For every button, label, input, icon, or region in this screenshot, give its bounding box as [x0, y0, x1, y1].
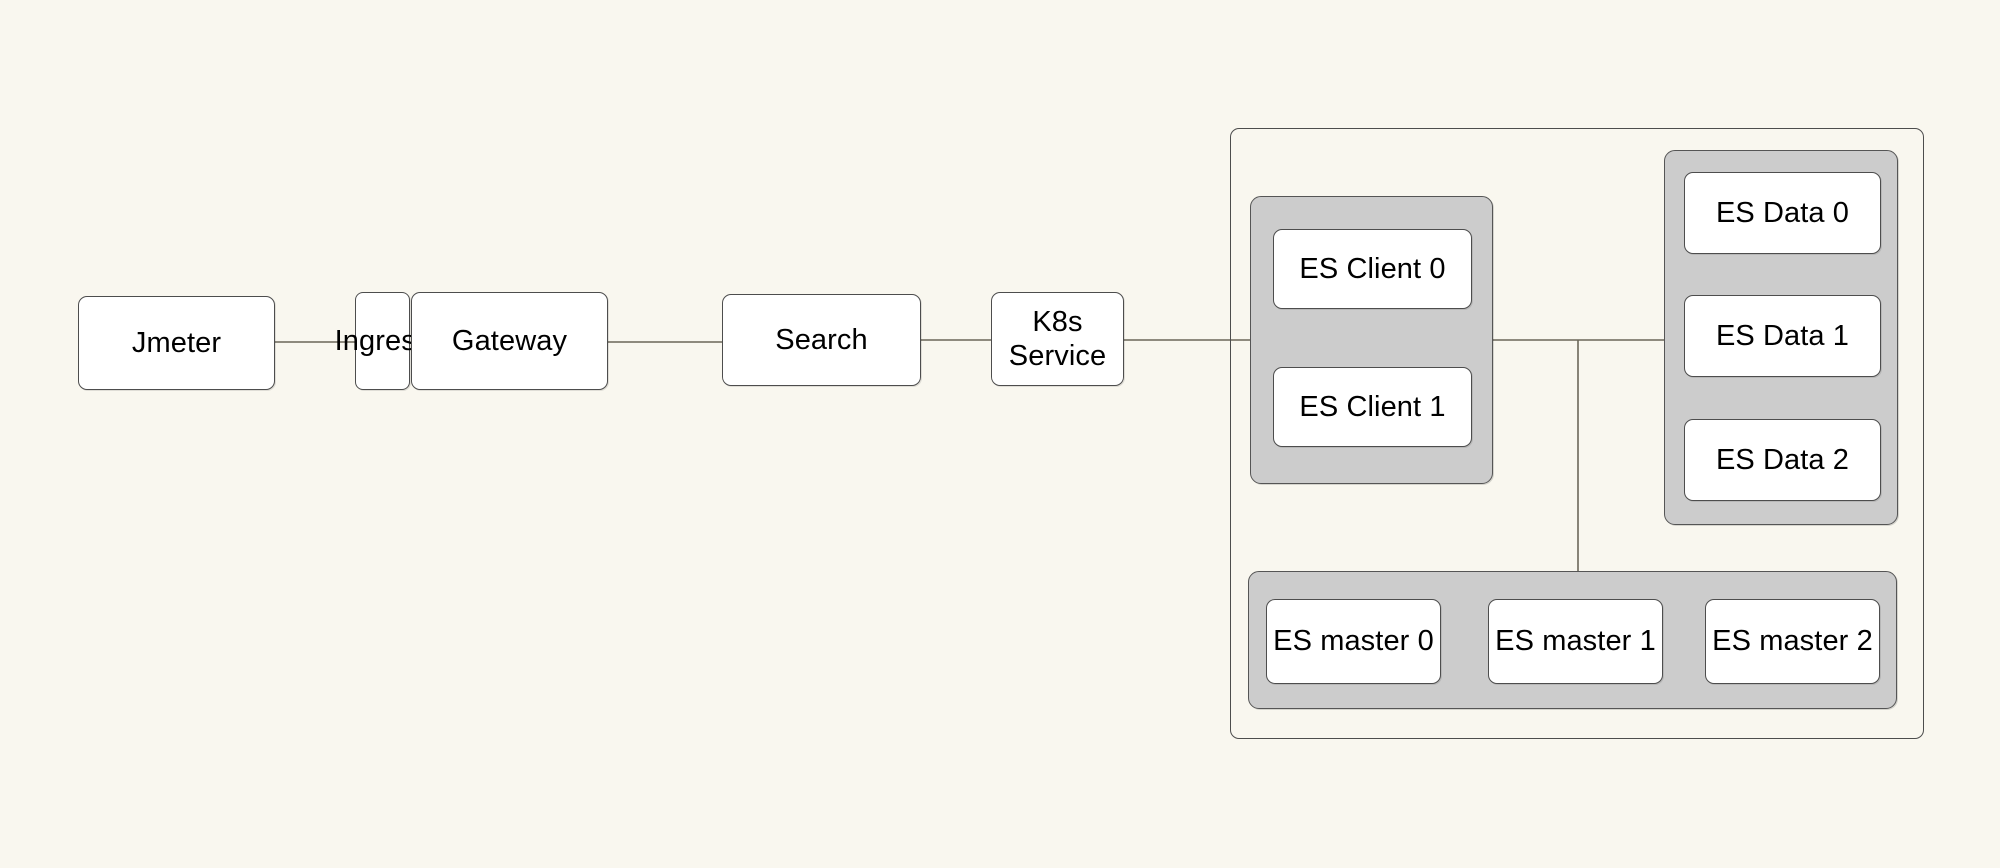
node-k8s-service-label: K8s Service: [1008, 305, 1107, 372]
node-jmeter[interactable]: Jmeter: [78, 296, 275, 390]
node-es-master-1-label: ES master 1: [1495, 625, 1656, 658]
node-es-data-0-label: ES Data 0: [1715, 196, 1850, 229]
k8s-cluster-boundary: [1230, 128, 1924, 739]
node-es-client-0-label: ES Client 0: [1299, 252, 1446, 285]
node-es-client-0[interactable]: ES Client 0: [1273, 229, 1472, 309]
node-es-master-0[interactable]: ES master 0: [1266, 599, 1441, 684]
node-es-data-2-label: ES Data 2: [1715, 443, 1850, 476]
node-es-client-1[interactable]: ES Client 1: [1273, 367, 1472, 447]
node-ingress[interactable]: Ingress: [335, 292, 430, 390]
node-k8s-service[interactable]: K8s Service: [991, 292, 1124, 386]
node-es-data-1-label: ES Data 1: [1715, 319, 1850, 352]
node-es-master-2-label: ES master 2: [1712, 625, 1873, 658]
node-es-client-1-label: ES Client 1: [1299, 390, 1446, 423]
node-es-master-1[interactable]: ES master 1: [1488, 599, 1663, 684]
node-search[interactable]: Search: [722, 294, 921, 386]
node-jmeter-label: Jmeter: [131, 326, 222, 359]
es-data-group: ES Data 0 ES Data 1 ES Data 2: [1664, 150, 1898, 525]
node-es-data-1[interactable]: ES Data 1: [1684, 295, 1881, 377]
node-es-master-0-label: ES master 0: [1273, 625, 1434, 658]
node-es-data-2[interactable]: ES Data 2: [1684, 419, 1881, 501]
node-es-data-0[interactable]: ES Data 0: [1684, 172, 1881, 254]
node-es-master-2[interactable]: ES master 2: [1705, 599, 1880, 684]
es-master-group: ES master 0 ES master 1 ES master 2: [1248, 571, 1897, 709]
node-gateway[interactable]: Gateway: [411, 292, 608, 390]
es-client-group: ES Client 0 ES Client 1: [1250, 196, 1493, 484]
node-search-label: Search: [775, 323, 868, 356]
node-gateway-label: Gateway: [451, 324, 568, 357]
